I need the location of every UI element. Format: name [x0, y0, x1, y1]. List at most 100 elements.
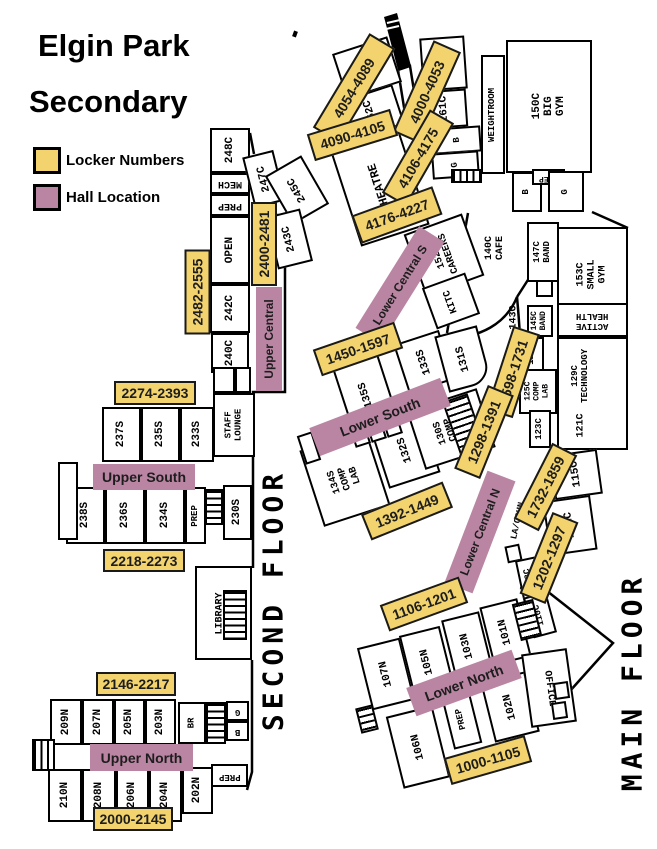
room-label: OPEN: [223, 236, 236, 264]
room-205n: 205N: [114, 699, 145, 745]
technology-label: 129C TECHNOLOGY: [570, 348, 591, 404]
legend-locker-swatch: [33, 147, 61, 174]
room-label: KITC: [441, 287, 461, 315]
room-237s: 237S: [102, 407, 141, 462]
room-label: PREP: [218, 771, 241, 782]
room-label: 230S: [231, 499, 244, 526]
room-label: 147C BAND: [532, 241, 552, 263]
room-label: MECH: [217, 178, 242, 189]
library-stairs: [223, 590, 247, 640]
room-label: ACTIVE HEALTH: [576, 311, 609, 331]
room-label: 153C SMALL GYM: [575, 258, 609, 290]
room-123c: 123C: [529, 410, 551, 448]
room-mech: MECH: [210, 173, 250, 194]
locker-range-2146-2217: 2146-2217: [96, 672, 176, 696]
room-br: BR: [178, 702, 206, 744]
locker-range-2482-2555: 2482-2555: [184, 249, 211, 335]
hall-upper-north: Upper North: [90, 744, 193, 771]
room-big-gym: 150C BIG GYM: [506, 40, 592, 173]
room-label: 237S: [115, 421, 128, 448]
room-label: 107N: [376, 659, 395, 689]
room-prep-south: PREP: [185, 487, 206, 544]
main-floor-label: MAIN FLOOR: [615, 572, 648, 792]
room-weightroom: WEIGHTROOM: [481, 55, 505, 174]
room-label: 150C BIG GYM: [530, 93, 568, 120]
room-label: 202N: [191, 777, 204, 804]
room-label: 131S: [453, 344, 473, 374]
room-label: PREP: [453, 707, 469, 731]
room-label: B: [521, 189, 532, 195]
room-label: 133S: [414, 347, 434, 377]
room-label: 233S: [190, 421, 203, 448]
room-209n: 209N: [50, 699, 82, 745]
room-label: 123C: [534, 418, 545, 440]
room-label: 242C: [223, 295, 236, 322]
room-label: 134S COMP LAB: [325, 464, 364, 495]
room-236s: 236S: [105, 487, 145, 544]
locker-range-2218-2273: 2218-2273: [103, 549, 185, 572]
legend-hall-label: Hall Location: [66, 189, 161, 206]
room-label: 238S: [79, 502, 92, 529]
cafe-area: 140C CAFE: [480, 222, 510, 274]
room-234s: 234S: [145, 487, 185, 544]
room-cell: [550, 701, 569, 720]
legend-hall-swatch: [33, 184, 61, 211]
locker-range-2400-2481: 2400-2481: [251, 202, 277, 286]
room-label: 140C CAFE: [483, 235, 506, 261]
room-210n: 210N: [48, 769, 82, 822]
room-label: 103N: [458, 631, 477, 661]
stairs: [451, 169, 482, 183]
room-label: 106N: [408, 732, 427, 762]
room-202n: 202N: [182, 767, 213, 814]
room-230s: 230S: [223, 485, 252, 540]
room-label: 209N: [59, 708, 72, 736]
room-121c-label: 121C: [575, 412, 587, 438]
room-203n: 203N: [145, 699, 176, 745]
room-b-upper: B: [226, 721, 249, 741]
room-label: 240C: [223, 339, 236, 367]
room-cell: [235, 367, 251, 393]
room-label: 248C: [223, 137, 236, 164]
room-label: 203N: [154, 708, 167, 736]
room-prep-north: PREP: [211, 764, 248, 787]
room-label: 132S: [395, 435, 415, 465]
stairs: [206, 702, 226, 744]
room-label: 205N: [123, 708, 136, 736]
stairs: [32, 739, 55, 771]
room-label: 236S: [118, 502, 131, 529]
room-label: 234S: [158, 502, 171, 529]
room-g-upper: G: [226, 701, 249, 721]
room-cell: [213, 367, 235, 393]
room-cell: [552, 681, 571, 700]
room-label: 102N: [500, 692, 519, 722]
room-233s: 233S: [180, 407, 214, 462]
room-label: 235S: [154, 421, 167, 448]
map-title-line1: Elgin Park: [38, 28, 190, 63]
room-label: PREP: [217, 199, 242, 211]
room-label: 206N: [126, 782, 139, 809]
room-207n: 207N: [82, 699, 114, 745]
room-g-gym-south: G: [548, 171, 584, 212]
stairwell-box: [58, 462, 78, 540]
room-label: 207N: [91, 708, 104, 736]
room-label: 125C COMP LAB: [523, 381, 551, 402]
room-label: G: [560, 188, 571, 195]
room-staff-lounge: STAFF LOUNGE: [213, 393, 255, 457]
room-label: 145C BAND: [530, 311, 548, 331]
hall-upper-central: Upper Central: [256, 287, 282, 391]
hall-upper-south: Upper South: [93, 464, 195, 490]
stairs: [205, 489, 223, 525]
room-242c: 242C: [210, 284, 250, 333]
locker-range-2000-2145: 2000-2145: [93, 807, 173, 831]
room-label: B: [234, 726, 241, 737]
room-prep-upper: PREP: [210, 194, 250, 216]
room-147c-band: 147C BAND: [527, 222, 559, 282]
room-open: OPEN: [210, 216, 250, 284]
room-235s: 235S: [141, 407, 180, 462]
second-floor-label: SECOND FLOOR: [256, 468, 289, 732]
room-label: G: [449, 162, 460, 169]
room-label: 204N: [159, 782, 172, 809]
room-active-health: ACTIVE HEALTH: [557, 303, 628, 337]
room-label: PREP: [189, 504, 200, 527]
